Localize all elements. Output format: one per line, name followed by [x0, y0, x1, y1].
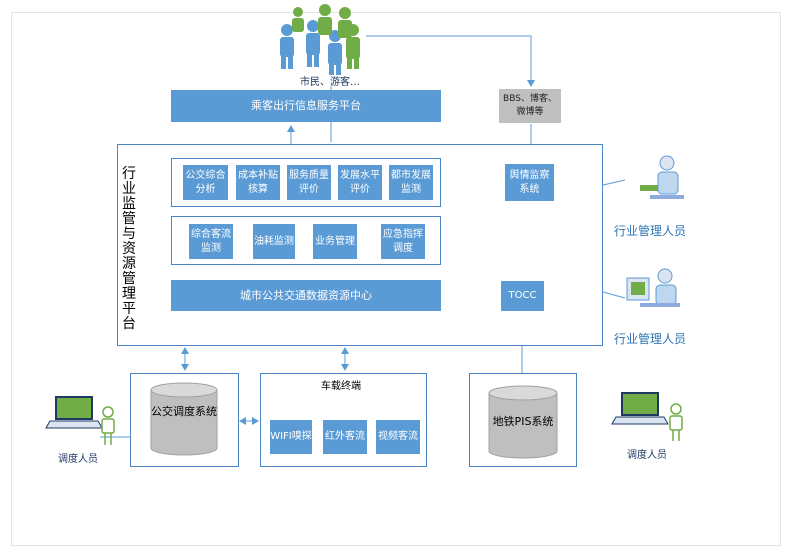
terminal-item: 视频客流: [376, 420, 420, 454]
metro-pis-label: 地铁PIS系统: [492, 415, 554, 428]
analysis-item: 都市发展监测: [389, 165, 433, 200]
industry-manager-label: 行业管理人员: [614, 224, 687, 238]
analysis-item: 公交综合分析: [183, 165, 228, 200]
bus-dispatch-container: [130, 373, 239, 467]
monitor-item: 综合客流监测: [189, 224, 233, 259]
terminal-item: 红外客流: [323, 420, 367, 454]
data-center-box: 城市公共交通数据资源中心: [171, 280, 441, 311]
database-cylinder-icon: [488, 385, 558, 459]
industry-manager-icon: [626, 268, 680, 307]
analysis-item: 成本补贴核算: [236, 165, 280, 200]
bbs-box: BBS、博客、微博等: [499, 89, 561, 123]
monitor-item: 应急指挥调度: [381, 224, 425, 259]
analysis-item: 发展水平评价: [338, 165, 382, 200]
monitor-item: 业务管理: [313, 224, 357, 259]
dispatcher-label: 调度人员: [627, 450, 667, 461]
bus-dispatch-label: 公交调度系统: [151, 405, 217, 418]
vehicle-terminal-title: 车载终端: [321, 381, 361, 392]
industry-manager-label: 行业管理人员: [614, 332, 687, 346]
tocc-box: TOCC: [501, 281, 544, 311]
database-cylinder-icon: [150, 382, 218, 456]
industry-platform-title: 行业监管与资源管理平台: [122, 166, 136, 332]
diagram-frame: [11, 12, 781, 546]
passenger-platform-box: 乘客出行信息服务平台: [171, 90, 441, 122]
connector-manager2: [602, 291, 626, 299]
dispatcher-icon: [45, 396, 115, 445]
dispatcher-icon: [611, 392, 683, 441]
analysis-item: 服务质量评价: [287, 165, 331, 200]
metro-pis-container: [469, 373, 577, 467]
monitor-item: 油耗监测: [253, 224, 295, 259]
crowd-icon: [280, 4, 360, 75]
connector-manager1: [602, 179, 626, 186]
terminal-item: WIFI嗅探: [270, 420, 312, 454]
opinion-system-box: 舆情监察系统: [505, 164, 554, 201]
citizen-label: 市民、游客…: [300, 77, 360, 88]
connector-crowd-bbs: [366, 35, 535, 87]
dispatcher-label: 调度人员: [58, 454, 98, 465]
